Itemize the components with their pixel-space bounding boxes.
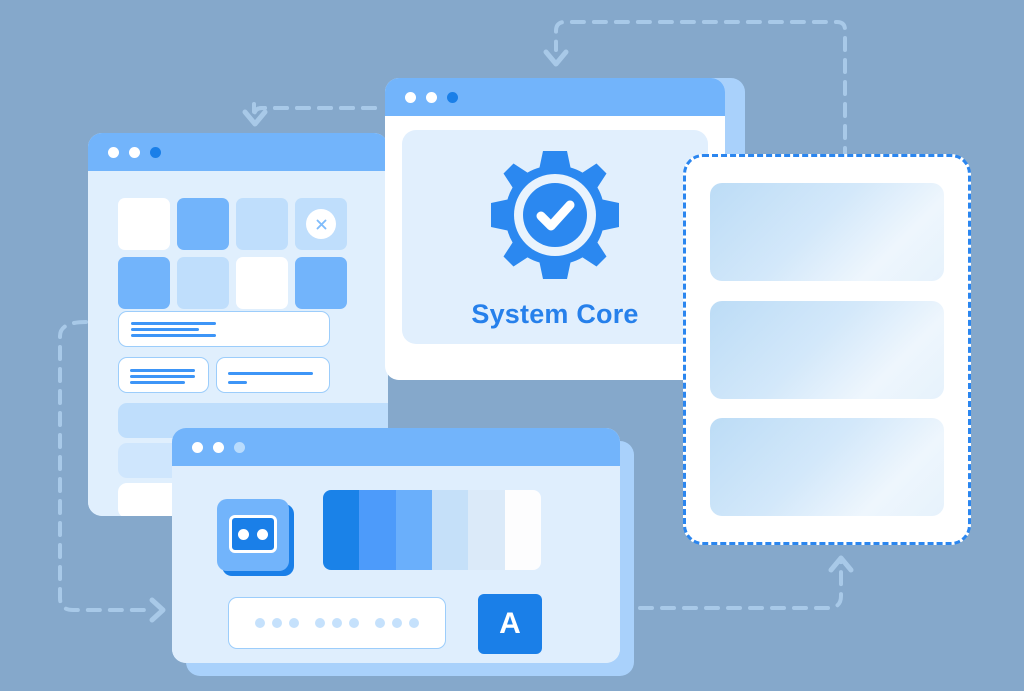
tile-6[interactable] [177, 257, 229, 309]
window-dot-3[interactable] [234, 441, 245, 453]
chevron-up-icon-right [828, 555, 854, 573]
tile-4[interactable] [295, 198, 347, 250]
list-row-1[interactable] [710, 183, 944, 281]
tile-5[interactable] [118, 257, 170, 309]
camera-icon-dot-1 [238, 528, 249, 540]
color-swatch-4[interactable] [431, 490, 469, 570]
font-a-button[interactable]: A [478, 594, 542, 654]
text-field-left[interactable] [118, 357, 209, 393]
connector-path-top-left [252, 104, 377, 118]
tile-grid [118, 198, 347, 309]
chevron-right-icon-bottom [149, 597, 166, 623]
connector-path-top-left-stub [252, 102, 377, 117]
window-dot-1[interactable] [405, 91, 416, 103]
text-line [130, 381, 185, 384]
color-swatch-5[interactable] [468, 490, 505, 570]
tile-8[interactable] [295, 257, 347, 309]
window-title-bar-left [88, 133, 388, 171]
password-dot [272, 618, 282, 628]
password-dot [349, 618, 359, 628]
system-core-window-body: System Core [385, 116, 725, 380]
tile-1[interactable] [118, 198, 170, 250]
camera-icon[interactable] [217, 499, 289, 571]
password-dot [392, 618, 402, 628]
window-dot-1[interactable] [108, 146, 119, 158]
password-dot [255, 618, 265, 628]
connector-path-bottom-right [638, 560, 843, 610]
text-field-wide[interactable] [118, 311, 330, 347]
color-swatch-1[interactable] [323, 490, 360, 570]
chevron-down-icon-center [543, 49, 569, 67]
dashed-list-card[interactable] [683, 154, 971, 545]
window-dot-2[interactable] [213, 441, 224, 453]
password-input[interactable] [228, 597, 446, 649]
text-line [131, 334, 216, 337]
close-x-glyph [316, 219, 326, 229]
text-line [228, 372, 313, 375]
text-field-right[interactable] [216, 357, 330, 393]
text-line [130, 375, 195, 378]
tile-7[interactable] [236, 257, 288, 309]
tile-3[interactable] [236, 198, 288, 250]
text-line [131, 322, 216, 325]
color-swatch-6[interactable] [504, 490, 541, 570]
window-dot-1[interactable] [192, 441, 203, 453]
password-dot-group-3 [375, 618, 419, 628]
system-core-panel: System Core [402, 130, 708, 344]
text-line [131, 328, 199, 331]
window-title-bar-center [385, 78, 725, 116]
window-title-bar-bottom [172, 428, 620, 466]
password-dot [375, 618, 385, 628]
password-dot [289, 618, 299, 628]
system-core-window[interactable]: System Core [385, 78, 725, 380]
camera-icon-dot-2 [257, 528, 268, 540]
password-dot [315, 618, 325, 628]
password-dot [332, 618, 342, 628]
list-row-2[interactable] [710, 300, 944, 399]
password-dot-group-2 [315, 618, 359, 628]
password-dot [409, 618, 419, 628]
window-dot-3[interactable] [150, 146, 161, 158]
tile-2[interactable] [177, 198, 229, 250]
close-x-icon[interactable] [306, 209, 336, 239]
system-core-label: System Core [471, 298, 639, 329]
color-swatch-strip[interactable] [323, 490, 541, 570]
list-row-3[interactable] [710, 418, 944, 516]
text-line [228, 381, 247, 384]
window-dot-2[interactable] [426, 91, 437, 103]
gear-check-icon [491, 150, 619, 279]
color-swatch-3[interactable] [395, 490, 432, 570]
color-swatch-2[interactable] [359, 490, 396, 570]
window-dot-2[interactable] [129, 146, 140, 158]
password-dot-group-1 [255, 618, 299, 628]
text-line [130, 369, 195, 372]
camera-icon-lens-plate [229, 515, 277, 553]
chevron-down-icon-left [242, 109, 268, 127]
window-dot-3[interactable] [447, 91, 458, 103]
